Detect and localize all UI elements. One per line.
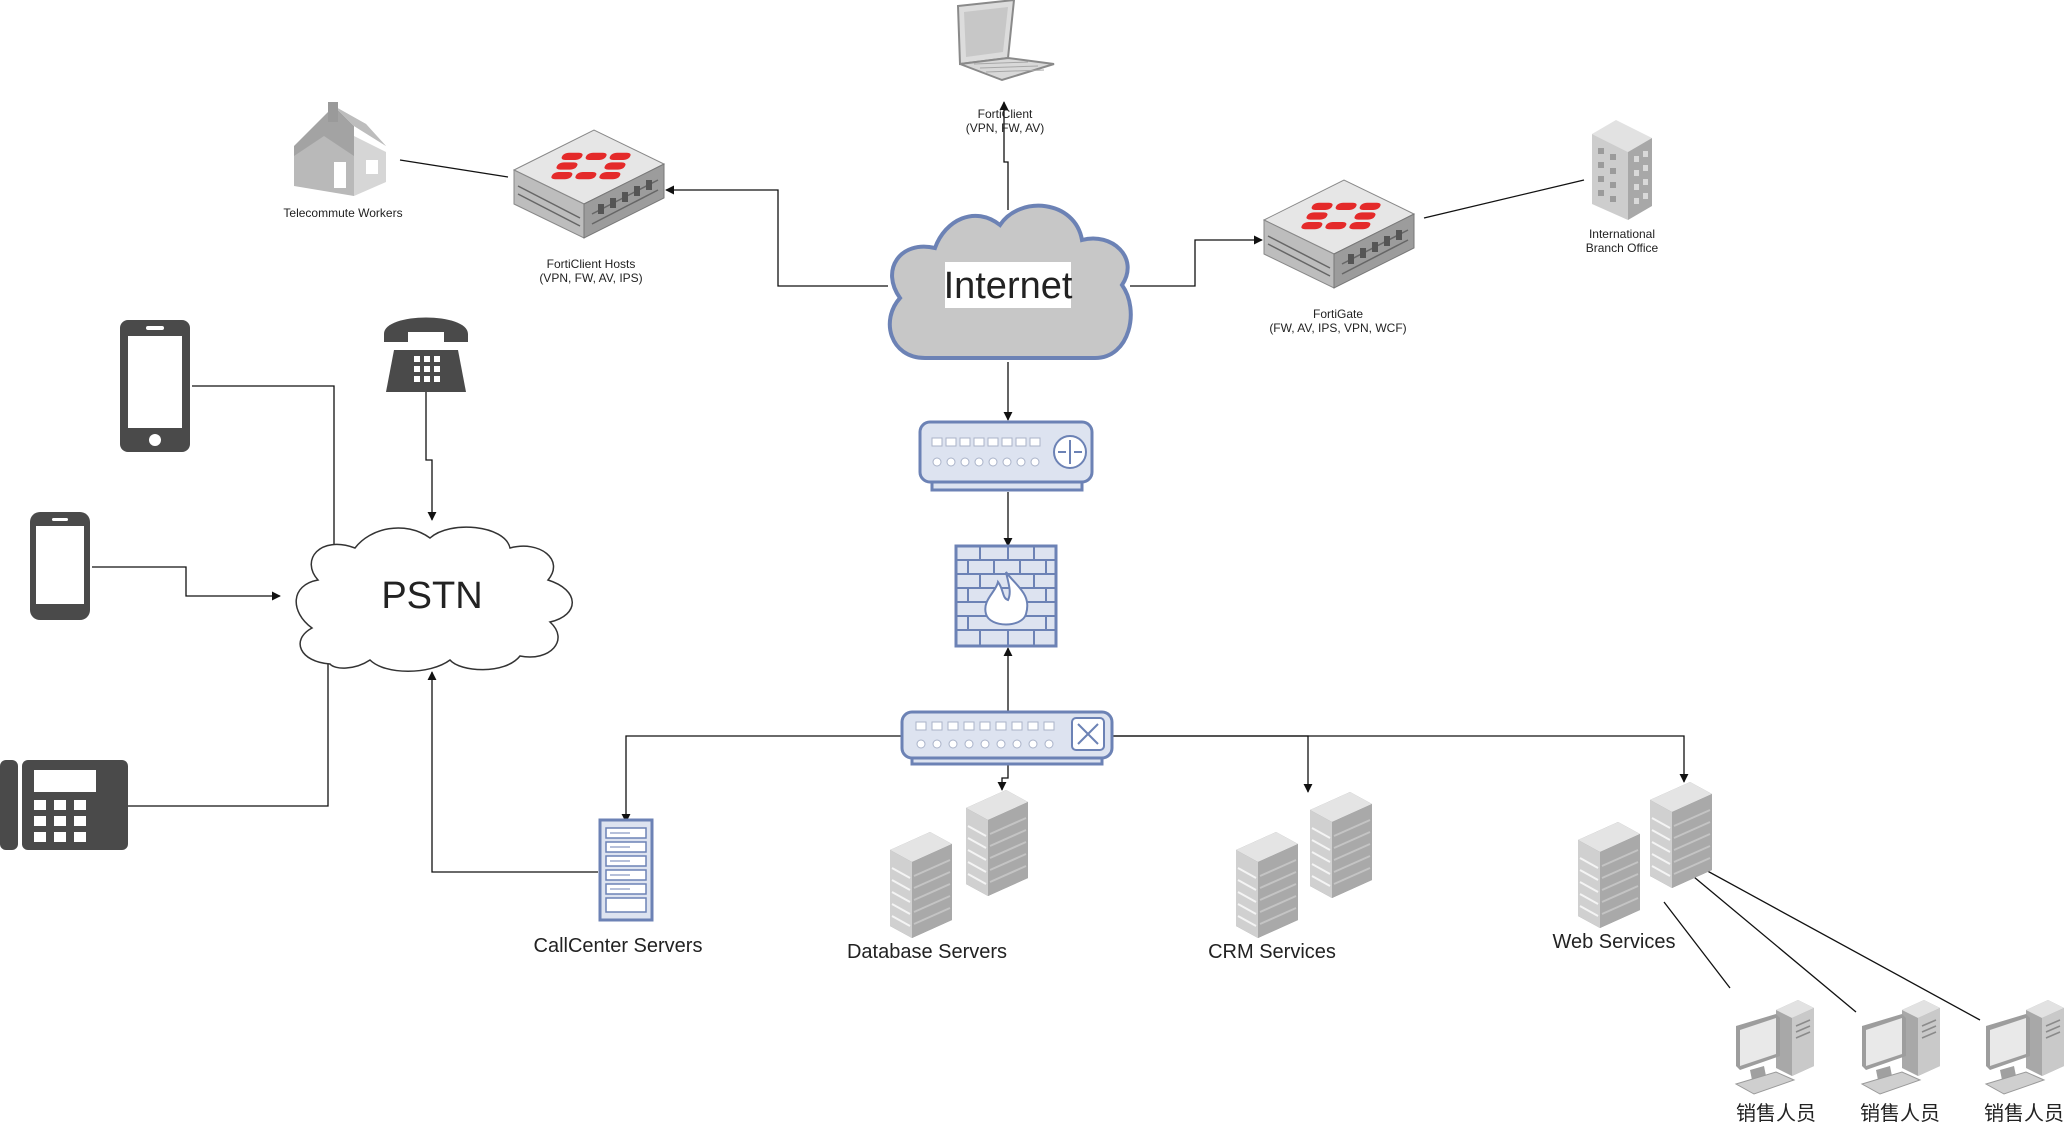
fortinet-appliance-icon (1263, 179, 1415, 289)
server-tower-icon (1577, 821, 1641, 929)
workstation-icon (1985, 999, 2064, 1095)
forticlient-hosts-label-2: (VPN, FW, AV, IPS) (539, 271, 642, 285)
fortigate-appliance (1263, 179, 1415, 289)
connector-smartphone2-pstn (92, 566, 281, 601)
telecommute-label: Telecommute Workers (283, 206, 402, 220)
crm-servers (1235, 791, 1373, 939)
connector-switch-callcenter (621, 735, 902, 823)
server-tower-icon (1649, 781, 1713, 889)
smartphone-icon (30, 512, 90, 620)
router-icon (918, 420, 1094, 492)
connector-switch-crm (1112, 735, 1313, 793)
sales-label-2: 销售人员 (1860, 1102, 1940, 1125)
connector-web-sales1 (1663, 901, 1731, 989)
connector-telephone-pstn (425, 392, 437, 521)
connector-fortigate-branch (1423, 179, 1585, 219)
server-tower-icon (889, 831, 953, 939)
connector-callcenter-pstn (427, 671, 598, 873)
database-label: Database Servers (847, 941, 1007, 963)
fortigate-label-1: FortiGate (1313, 307, 1363, 321)
internet-label: Internet (944, 265, 1073, 307)
sales-label-3: 销售人员 (1984, 1102, 2064, 1125)
workstation-icon (1861, 999, 1941, 1095)
connector-switch-web (1112, 735, 1689, 783)
connector-house-fortihosts (399, 159, 509, 178)
pstn-label: PSTN (381, 575, 482, 617)
connector-internet-fortihosts (665, 185, 888, 287)
server-tower-icon (1309, 791, 1373, 899)
forticlient-label-2: (VPN, FW, AV) (966, 121, 1044, 135)
switch-icon (900, 710, 1114, 766)
connector-smartphone1-pstn (192, 385, 339, 567)
server-tower-icon (1235, 831, 1299, 939)
callcenter-label: CallCenter Servers (534, 935, 703, 957)
forticlient-label-1: FortiClient (978, 107, 1033, 121)
crm-label: CRM Services (1208, 941, 1336, 963)
fortigate-label-2: (FW, AV, IPS, VPN, WCF) (1269, 321, 1406, 335)
pstn-cloud: PSTN (295, 526, 573, 672)
web-label: Web Services (1552, 931, 1675, 953)
fortinet-appliance-icon (513, 129, 665, 239)
branch-label-2: Branch Office (1586, 241, 1659, 255)
desk-phone-icon (0, 760, 128, 850)
laptop-icon (956, 0, 1055, 82)
connector-web-sales3 (1679, 855, 1981, 1021)
branch-label-1: International (1589, 227, 1655, 241)
workstation-icon (1735, 999, 1815, 1095)
database-servers (889, 789, 1029, 939)
forticlient-hosts-appliance (513, 129, 665, 239)
server-rack-icon (598, 818, 654, 922)
connectors (92, 101, 1981, 1021)
connector-web-sales2 (1675, 861, 1857, 1013)
connector-switch-database (997, 760, 1009, 791)
sales-label-1: 销售人员 (1736, 1102, 1816, 1125)
connector-internet-fortigate (1130, 235, 1263, 287)
server-tower-icon (965, 789, 1029, 897)
connector-internet-forticlient (999, 101, 1009, 210)
sales-workstations (1735, 999, 2064, 1095)
house-icon (294, 102, 386, 196)
building-icon (1592, 120, 1652, 220)
firewall-icon (954, 544, 1058, 648)
telephone-icon (384, 317, 468, 392)
forticlient-hosts-label-1: FortiClient Hosts (547, 257, 636, 271)
internet-cloud: Internet (887, 203, 1133, 360)
connector-deskphone-pstn (128, 601, 333, 807)
smartphone-icon (120, 320, 190, 452)
web-servers (1577, 781, 1713, 929)
